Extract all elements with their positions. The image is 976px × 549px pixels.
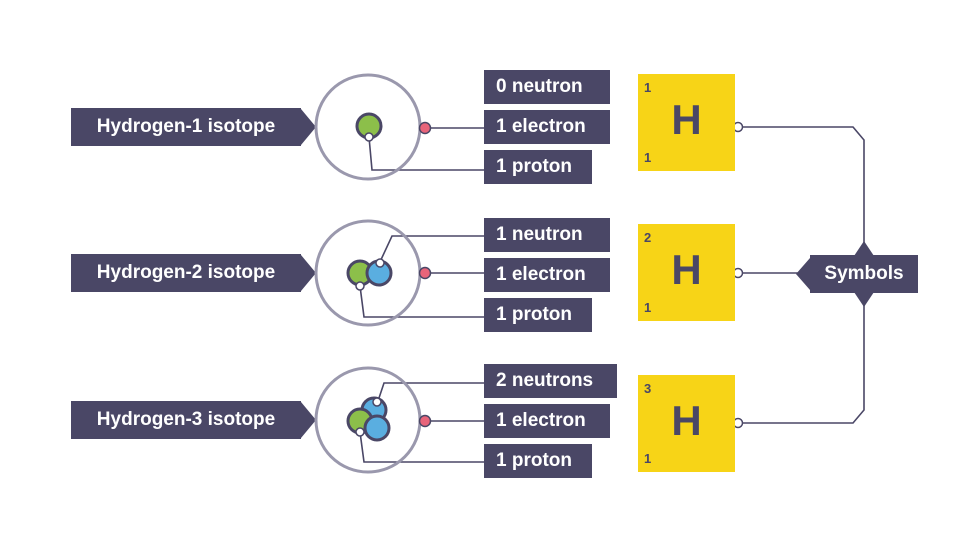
connector-proton-3 bbox=[359, 431, 484, 463]
proton-label-2: 1 proton bbox=[484, 298, 592, 332]
mass-number-2: 2 bbox=[644, 230, 652, 245]
symbols-pointer-bottom bbox=[854, 292, 874, 307]
element-symbol-1: H bbox=[671, 96, 702, 143]
neutron-3b bbox=[363, 414, 391, 442]
connector-neutron-3 bbox=[373, 382, 484, 414]
iso-pointer-2 bbox=[301, 255, 316, 291]
atom-hydrogen-2 bbox=[314, 219, 422, 327]
atomic-number-3: 1 bbox=[644, 451, 652, 466]
dot-neutron-2 bbox=[375, 258, 385, 268]
electron-label-2: 1 electron bbox=[484, 258, 610, 292]
dot-neutron-3 bbox=[372, 397, 382, 407]
atom-hydrogen-3 bbox=[314, 366, 422, 474]
neutron-label-2: 1 neutron bbox=[484, 218, 610, 252]
symbols-label: Symbols bbox=[810, 255, 918, 293]
mass-number-3: 3 bbox=[644, 381, 652, 396]
electron-label-1: 1 electron bbox=[484, 110, 610, 144]
electron-1 bbox=[418, 121, 432, 135]
symbol-box-2: 2 H 1 bbox=[638, 224, 735, 321]
electron-2 bbox=[418, 266, 432, 280]
dot-proton-3 bbox=[355, 427, 365, 437]
electron-label-3: 1 electron bbox=[484, 404, 610, 438]
mass-number-1: 1 bbox=[644, 80, 652, 95]
connector-proton-2 bbox=[359, 285, 484, 318]
connector-neutron-2 bbox=[378, 235, 484, 265]
atomic-number-1: 1 bbox=[644, 150, 652, 165]
atom-hydrogen-1 bbox=[314, 73, 422, 181]
neutron-label-3: 2 neutrons bbox=[484, 364, 617, 398]
symbol-box-1: 1 H 1 bbox=[638, 74, 735, 171]
dot-proton-2 bbox=[355, 281, 365, 291]
proton-label-1: 1 proton bbox=[484, 150, 592, 184]
symbols-pointer-top bbox=[854, 241, 874, 256]
proton-label-3: 1 proton bbox=[484, 444, 592, 478]
atomic-number-2: 1 bbox=[644, 300, 652, 315]
isotope-label-3: Hydrogen-3 isotope bbox=[71, 401, 301, 439]
isotope-label-1: Hydrogen-1 isotope bbox=[71, 108, 301, 146]
symbols-pointer-left bbox=[796, 258, 810, 290]
element-symbol-2: H bbox=[671, 246, 702, 293]
dot-proton-1 bbox=[364, 132, 374, 142]
isotope-label-2: Hydrogen-2 isotope bbox=[71, 254, 301, 292]
iso-pointer-1 bbox=[301, 109, 316, 145]
neutron-label-1: 0 neutron bbox=[484, 70, 610, 104]
electron-3 bbox=[418, 414, 432, 428]
symbol-box-3: 3 H 1 bbox=[638, 375, 735, 472]
iso-pointer-3 bbox=[301, 402, 316, 438]
element-symbol-3: H bbox=[671, 397, 702, 444]
